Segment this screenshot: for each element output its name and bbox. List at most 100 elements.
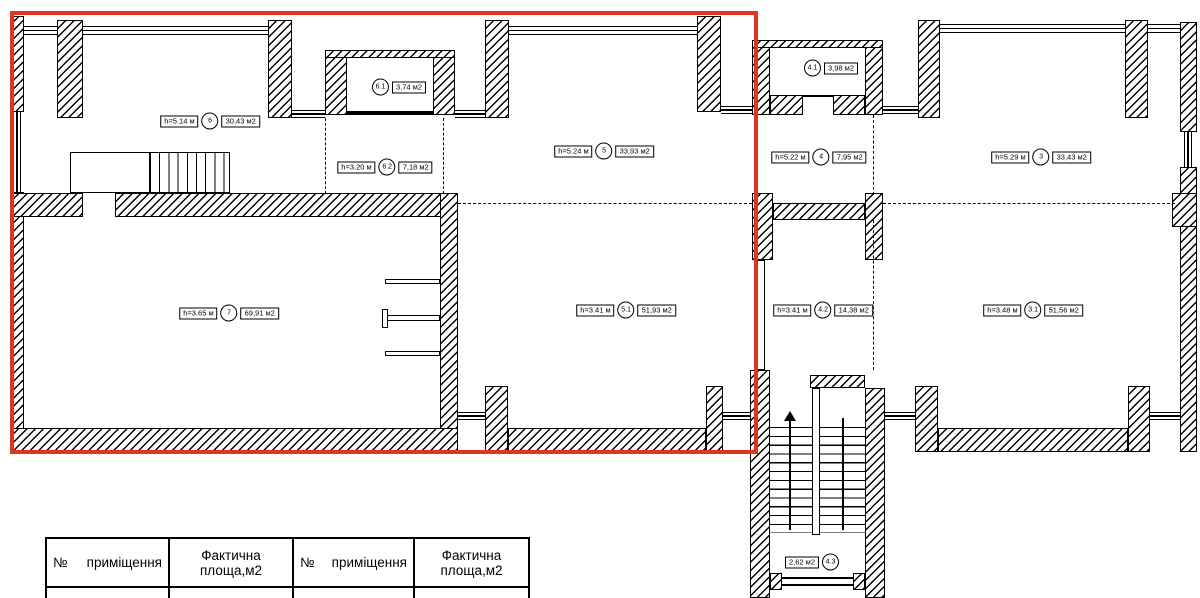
wall-segment [915,386,938,452]
room-area: 33,93 м2 [615,145,654,157]
wall-segment [752,40,883,48]
window-symbol [1148,24,1180,33]
door-line [782,577,853,579]
partition-stub [385,351,440,356]
stair-up-arrow-head [784,411,796,421]
table-cell [292,586,415,598]
room-label: h=5.29 м 3 33,43 м2 [991,148,1091,166]
stair-up-arrow [789,420,791,530]
window-symbol [885,412,915,420]
table-header-row: № приміщення Фактична площа,м2 № приміще… [45,537,530,588]
room-area: 14,38 м2 [834,304,873,316]
room-label: h=3.41 м 4.2 14,38 м2 [773,301,873,319]
header-no: № [300,555,315,570]
room-height: h=3.20 м [337,161,376,173]
room-label: 2,62 м2 4.3 [784,553,840,571]
room-number-circle: 4.1 [803,59,821,77]
room-height: h=3.48 м [983,304,1022,316]
wall-segment [810,375,865,388]
room-label: h=5.22 м 4 7,95 м2 [771,148,867,166]
wall-segment [10,193,83,217]
room-area: 7,95 м2 [832,151,867,163]
room-height: h=5.29 м [991,151,1030,163]
table-header-cell: Фактична площа,м2 [413,537,530,588]
room-height: h=3.41 м [773,304,812,316]
room-label: h=3.48 м 3.1 51,56 м2 [983,301,1083,319]
wall-segment [865,193,883,260]
window-symbol [1184,132,1192,167]
boundary-dashed-line [443,118,444,194]
room-number-circle: 6.2 [378,158,396,176]
room-number-circle: 7 [220,304,238,322]
window-symbol [83,26,268,35]
wall-segment [853,573,865,590]
window-symbol [721,106,752,114]
table-cell [45,586,170,598]
header-room: приміщення [331,555,407,570]
room-area: 30,43 м2 [221,115,260,127]
table-cell [413,586,530,598]
room-label: h=3.65 м 7 69,91 м2 [179,304,279,322]
partition-stub [385,279,440,284]
wall-segment [770,95,803,115]
rooms-table: № приміщення Фактична площа,м2 № приміще… [45,537,530,598]
room-height: h=5.22 м [771,151,810,163]
window-symbol [723,412,750,420]
stair-feature [70,152,231,193]
table-header-cell: Фактична площа,м2 [168,537,294,588]
wall-segment [865,40,883,115]
boundary-dashed-line [883,203,1175,204]
room-number-circle: 5.1 [617,301,635,319]
table-cell [168,586,294,598]
wall-segment [57,20,83,118]
room-area: 7,18 м2 [398,161,433,173]
boundary-dashed-line [873,220,874,370]
room-number-circle: 4.3 [822,553,840,571]
room-label: h=5.14 м 6 30,43 м2 [160,112,260,130]
window-symbol [458,412,485,420]
door-line [782,584,853,586]
partition-stub [382,309,388,328]
room-label: h=3.20 м 6.2 7,18 м2 [337,158,433,176]
wall-segment [115,193,458,217]
room-area: 33,43 м2 [1052,151,1091,163]
room-number-circle: 3.1 [1024,301,1042,319]
table-header-cell: № приміщення [292,537,415,588]
wall-segment [1180,167,1197,452]
wall-segment [773,203,865,220]
table-header-cell: № приміщення [45,537,170,588]
boundary-dashed-line [873,115,874,195]
room-number-circle: 3 [1032,148,1050,166]
room-area: 69,91 м2 [240,307,279,319]
table-empty-row [45,586,530,598]
window-symbol [940,24,1125,33]
wall-segment [938,428,1128,452]
room-area: 51,93 м2 [637,304,676,316]
window-symbol [292,110,325,118]
room-number-circle: 4.2 [814,301,832,319]
wall-segment [1172,193,1197,227]
window-symbol [24,26,57,35]
room-height: h=5.14 м [160,115,199,127]
room-area: 2,62 м2 [784,556,820,568]
wall-segment [268,20,292,118]
room-area: 51,56 м2 [1044,304,1083,316]
wall-segment [918,20,940,118]
wall-segment [325,50,455,58]
room-label: h=3.41 м 5.1 51,93 м2 [576,301,676,319]
window-symbol [509,26,697,35]
room-number-circle: 6.1 [371,78,389,96]
stair-path-line [842,418,844,530]
boundary-dashed-line [325,118,326,194]
wall-segment [1180,22,1197,132]
room-area: 3,74 м2 [391,81,427,93]
stair-treads [149,153,231,192]
boundary-dashed-line [458,203,752,204]
window-symbol [1150,412,1180,420]
room-height: h=3.41 м [576,304,615,316]
header-room: приміщення [86,555,162,570]
room-number-circle: 4 [812,148,830,166]
room-label: h=5.24 м 5 33,93 м2 [554,142,654,160]
wall-segment [1128,386,1150,452]
